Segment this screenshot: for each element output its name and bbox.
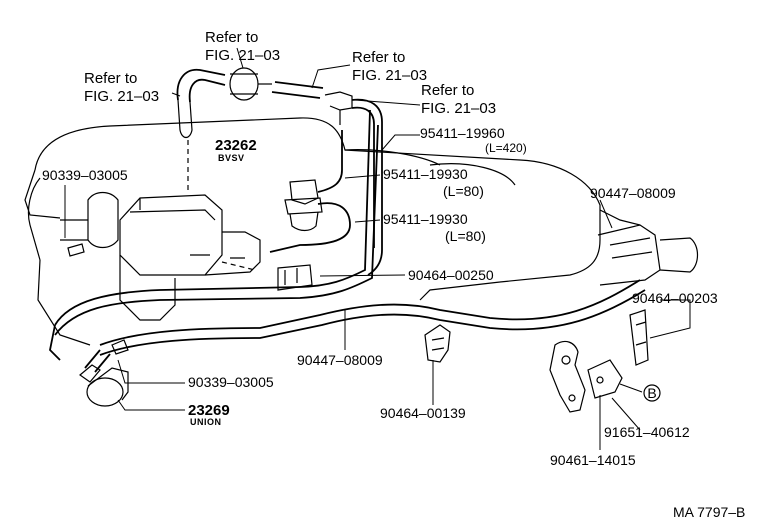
top-hose-filter (176, 67, 383, 276)
ref-mid-line1: Refer to (352, 49, 405, 66)
union-caption: UNION (190, 417, 222, 427)
part-91651-40612: 91651–40612 (604, 424, 690, 440)
length-80-b: (L=80) (445, 228, 486, 244)
part-90464-00250: 90464–00250 (408, 267, 494, 283)
clamp-90464-00139 (424, 324, 451, 363)
part-95411-19930-b: 95411–19930 (383, 211, 468, 227)
part-labels: Refer to FIG. 21–03 Refer to FIG. 21–03 … (42, 29, 745, 520)
part-90339-03005-bottom: 90339–03005 (188, 374, 274, 390)
ref-top-line2: FIG. 21–03 (205, 47, 280, 64)
part-23262: 23262 (215, 137, 257, 154)
vacuum-lines (49, 109, 646, 361)
right-valve (597, 224, 699, 286)
part-90461-14015: 90461–14015 (550, 452, 636, 468)
small-fittings (67, 243, 256, 355)
part-90464-00203: 90464–00203 (632, 290, 718, 306)
bvsv-caption: BVSV (218, 153, 245, 163)
bolt-marker: B (643, 384, 661, 402)
drawing-code: MA 7797–B (673, 504, 745, 520)
part-95411-19930-a: 95411–19930 (383, 166, 468, 182)
ref-right-line1: Refer to (421, 82, 474, 99)
part-90447-08009-bottom: 90447–08009 (297, 352, 383, 368)
bracket-left (549, 340, 586, 413)
ref-mid-line2: FIG. 21–03 (352, 67, 427, 84)
part-95411-19960: 95411–19960 (420, 125, 505, 141)
part-23269: 23269 (188, 402, 230, 419)
part-90464-00139: 90464–00139 (380, 405, 466, 421)
bvsv-valve (269, 130, 351, 253)
bracket-right (587, 309, 649, 399)
leader-lines (64, 47, 691, 450)
ref-right-line2: FIG. 21–03 (421, 100, 496, 117)
bolt-marker-label: B (647, 385, 656, 401)
length-420: (L=420) (485, 141, 527, 155)
clamp-90464-00250 (277, 264, 313, 291)
ref-left-line1: Refer to (84, 70, 137, 87)
part-90447-08009-right: 90447–08009 (590, 185, 676, 201)
part-90339-03005-top: 90339–03005 (42, 167, 128, 183)
intake-manifold-outline (24, 117, 641, 346)
length-80-a: (L=80) (443, 183, 484, 199)
union-23269 (79, 349, 129, 407)
ref-top-line1: Refer to (205, 29, 258, 46)
ref-left-line2: FIG. 21–03 (84, 88, 159, 105)
